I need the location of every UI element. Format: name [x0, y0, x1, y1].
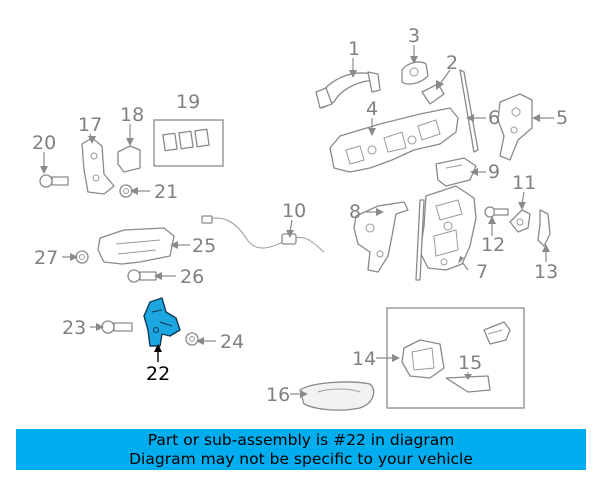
- callout-27: 27: [34, 247, 58, 269]
- part-2-cover: [421, 83, 445, 105]
- part-25-check-link: [97, 227, 175, 265]
- callout-4: 4: [366, 98, 378, 120]
- callout-15: 15: [458, 352, 482, 374]
- part-20-bolt: [39, 174, 69, 188]
- part-14-kit-box: [386, 307, 525, 409]
- part-10-cable: [201, 215, 325, 253]
- callout-7: 7: [476, 261, 488, 283]
- callout-25: 25: [192, 235, 216, 257]
- part-12-bolt: [484, 206, 509, 218]
- part-16-pad: [299, 381, 375, 411]
- callout-24: 24: [220, 331, 244, 353]
- callout-10: 10: [282, 200, 306, 222]
- callout-1: 1: [348, 38, 360, 60]
- part-26-bolt: [127, 269, 157, 283]
- callout-22-highlighted: 22: [146, 363, 170, 385]
- callout-26: 26: [180, 266, 204, 288]
- callout-2: 2: [446, 52, 458, 74]
- callout-labels: 1 2 3 4 5 6 7 8 9 10 11 12 13 14 15 16 1…: [32, 25, 568, 406]
- part-22-highlighted-hinge[interactable]: [143, 297, 181, 347]
- part-13-clip: [537, 209, 551, 247]
- callout-5: 5: [556, 107, 568, 129]
- part-15-strip: [445, 375, 491, 393]
- part-11-bracket: [509, 209, 531, 233]
- part-6-rod: [459, 69, 479, 153]
- callout-20: 20: [32, 132, 56, 154]
- part-3-handle-cap: [401, 61, 429, 85]
- part-18-clip: [117, 145, 141, 173]
- part-8-bracket: [353, 201, 409, 273]
- part-19-kit-box: [153, 119, 224, 167]
- callout-13: 13: [534, 261, 558, 283]
- callout-3: 3: [408, 25, 420, 47]
- callout-12: 12: [481, 234, 505, 256]
- parts-diagram: 1 2 3 4 5 6 7 8 9 10 11 12 13 14 15 16 1…: [32, 25, 568, 411]
- info-banner: Part or sub-assembly is #22 in diagram D…: [16, 429, 586, 470]
- part-1-outside-handle: [315, 71, 381, 109]
- part-4-handle-carrier: [329, 107, 459, 173]
- callout-6: 6: [488, 107, 500, 129]
- part-17-hinge-bracket: [81, 137, 115, 195]
- callout-19: 19: [176, 91, 200, 113]
- callout-11: 11: [512, 172, 536, 194]
- callout-17: 17: [78, 114, 102, 136]
- callout-16: 16: [266, 384, 290, 406]
- callout-21: 21: [154, 181, 178, 203]
- callout-18: 18: [120, 104, 144, 126]
- part-24-nut: [185, 332, 199, 346]
- part-5-bracket: [497, 93, 533, 161]
- leader-lines: [40, 45, 554, 398]
- banner-line-disclaimer: Diagram may not be specific to your vehi…: [129, 450, 473, 468]
- part-7-door-latch: [415, 185, 477, 281]
- callout-8: 8: [349, 201, 361, 223]
- part-23-bolt: [101, 320, 133, 334]
- callout-9: 9: [488, 161, 500, 183]
- banner-line-part-number: Part or sub-assembly is #22 in diagram: [147, 431, 455, 449]
- callout-23: 23: [62, 317, 86, 339]
- part-9-bracket: [435, 157, 477, 187]
- callout-14: 14: [352, 348, 376, 370]
